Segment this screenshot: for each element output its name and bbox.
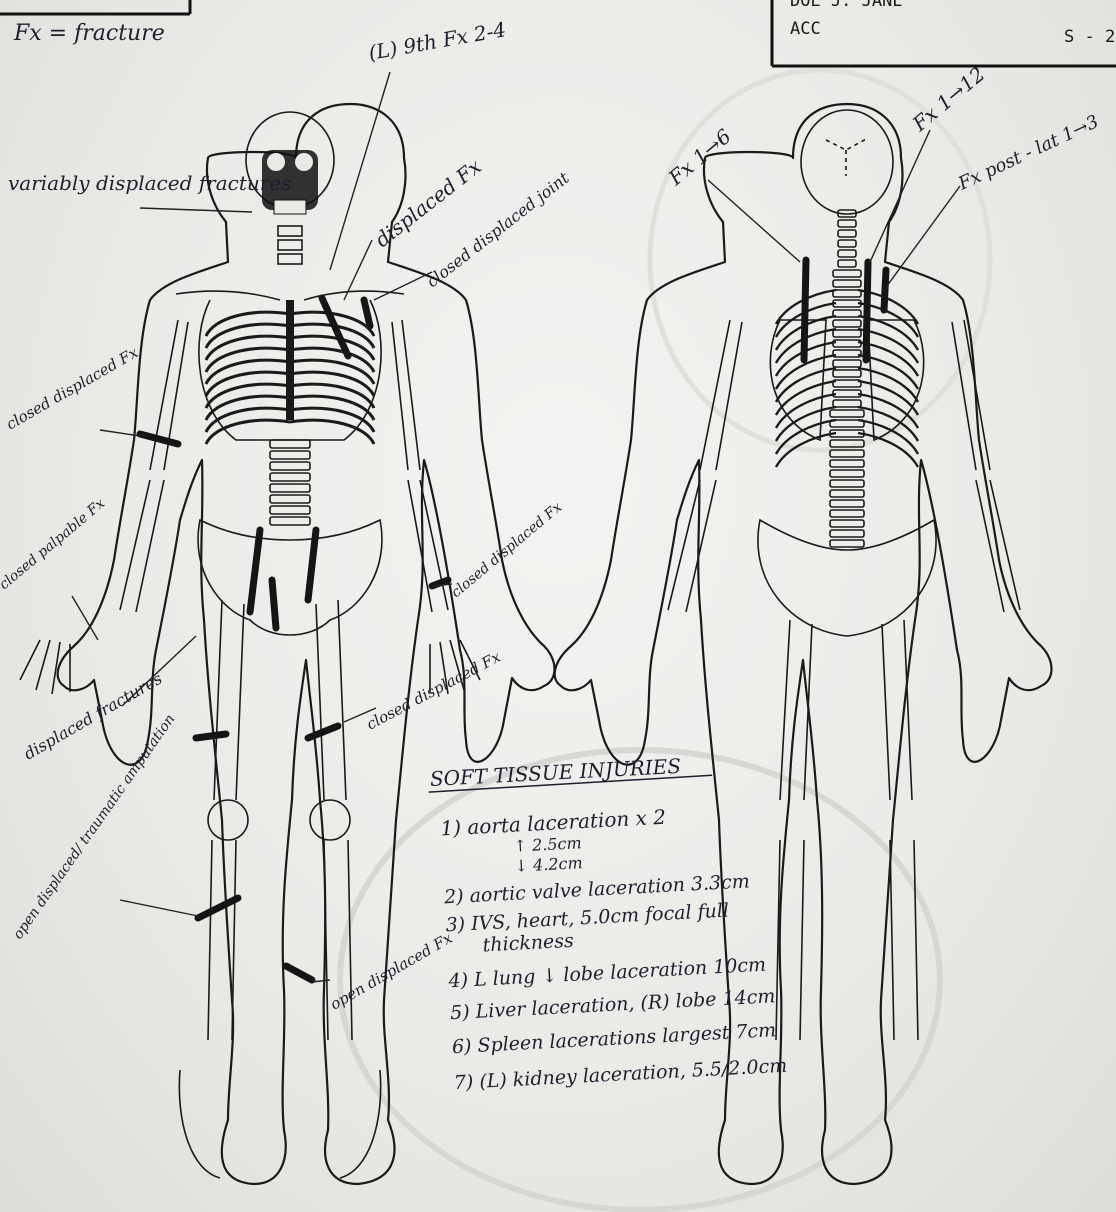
front-vertebra bbox=[270, 451, 310, 459]
back-vertebra bbox=[830, 470, 864, 477]
back-vertebra bbox=[833, 290, 861, 297]
back-vertebra bbox=[830, 410, 864, 417]
back-vertebra bbox=[830, 510, 864, 517]
back-vertebra bbox=[833, 400, 861, 407]
posterior-body-figure bbox=[555, 104, 1052, 1184]
back-vertebra bbox=[833, 390, 861, 397]
front-vertebra bbox=[270, 495, 310, 503]
front-vertebra bbox=[270, 517, 310, 525]
back-vertebra bbox=[830, 500, 864, 507]
front-vertebra bbox=[270, 440, 310, 448]
label-fx-1-12: Fx 1→12 bbox=[907, 62, 989, 137]
back-vertebra bbox=[833, 310, 861, 317]
label-fx-post-lat: Fx post - lat 1→3 bbox=[954, 111, 1102, 195]
back-vertebra bbox=[833, 340, 861, 347]
front-vertebra bbox=[270, 484, 310, 492]
label-variably-displaced: variably displaced fractures bbox=[8, 171, 291, 195]
injury-item-1a: ↑ 2.5cm bbox=[513, 833, 582, 856]
back-vertebra bbox=[830, 520, 864, 527]
back-vertebra bbox=[830, 460, 864, 467]
back-vertebra bbox=[833, 350, 861, 357]
injury-item-6: 6) Spleen lacerations largest 7cm bbox=[451, 1019, 776, 1058]
injury-item-3b: thickness bbox=[482, 930, 574, 957]
watermark-head bbox=[650, 70, 990, 450]
back-vertebra bbox=[833, 280, 861, 287]
back-vertebra bbox=[838, 220, 856, 227]
injury-item-4: 4) L lung ↓ lobe laceration 10cm bbox=[447, 954, 767, 993]
back-vertebra bbox=[833, 380, 861, 387]
legend-text: Fx = fracture bbox=[13, 21, 165, 46]
label-closed-displaced-fx-forearm: closed displaced Fx bbox=[448, 499, 565, 601]
case-number: S - 2 bbox=[1064, 27, 1115, 47]
back-vertebra bbox=[833, 320, 861, 327]
back-vertebra bbox=[833, 270, 861, 277]
injury-item-5: 5) Liver laceration, (R) lobe 14cm bbox=[450, 985, 776, 1024]
case-name: DOE J. JANE bbox=[790, 0, 903, 11]
back-vertebra bbox=[833, 300, 861, 307]
back-vertebra bbox=[830, 490, 864, 497]
label-closed-displaced-fx-femur: closed displaced Fx bbox=[363, 647, 504, 733]
back-vertebra bbox=[833, 360, 861, 367]
injury-item-7: 7) (L) kidney laceration, 5.5/2.0cm bbox=[453, 1055, 787, 1094]
back-vertebra bbox=[830, 540, 864, 547]
case-acc: ACC bbox=[790, 19, 821, 39]
case-id-box: DOE J. JANE ACC S - 2 bbox=[772, 0, 1116, 66]
back-vertebra bbox=[838, 240, 856, 247]
back-leader-lines bbox=[708, 130, 960, 290]
injury-item-1b: ↓ 4.2cm bbox=[514, 853, 583, 876]
back-vertebra bbox=[833, 330, 861, 337]
back-vertebra bbox=[833, 370, 861, 377]
back-rib bbox=[858, 433, 918, 467]
soft-tissue-heading: SOFT TISSUE INJURIES bbox=[429, 754, 681, 791]
label-closed-displaced-fx-arm: closed displaced Fx bbox=[3, 343, 142, 433]
label-displaced-fx: displaced Fx bbox=[370, 154, 486, 252]
back-vertebra bbox=[830, 530, 864, 537]
front-vertebra bbox=[270, 473, 310, 481]
back-vertebra bbox=[838, 260, 856, 267]
front-vertebra bbox=[270, 462, 310, 470]
back-vertebra bbox=[830, 480, 864, 487]
soft-tissue-injuries-list: SOFT TISSUE INJURIES 1) aorta laceration… bbox=[427, 749, 787, 1095]
front-vertebra bbox=[270, 506, 310, 514]
label-left-9th: (L) 9th Fx 2-4 bbox=[367, 17, 508, 65]
label-fx-1-6: Fx 1→6 bbox=[663, 124, 736, 191]
label-closed-palpable-fx: closed palpable Fx bbox=[0, 496, 108, 593]
back-vertebra bbox=[838, 250, 856, 257]
back-rib bbox=[858, 420, 918, 454]
back-vertebra bbox=[838, 230, 856, 237]
